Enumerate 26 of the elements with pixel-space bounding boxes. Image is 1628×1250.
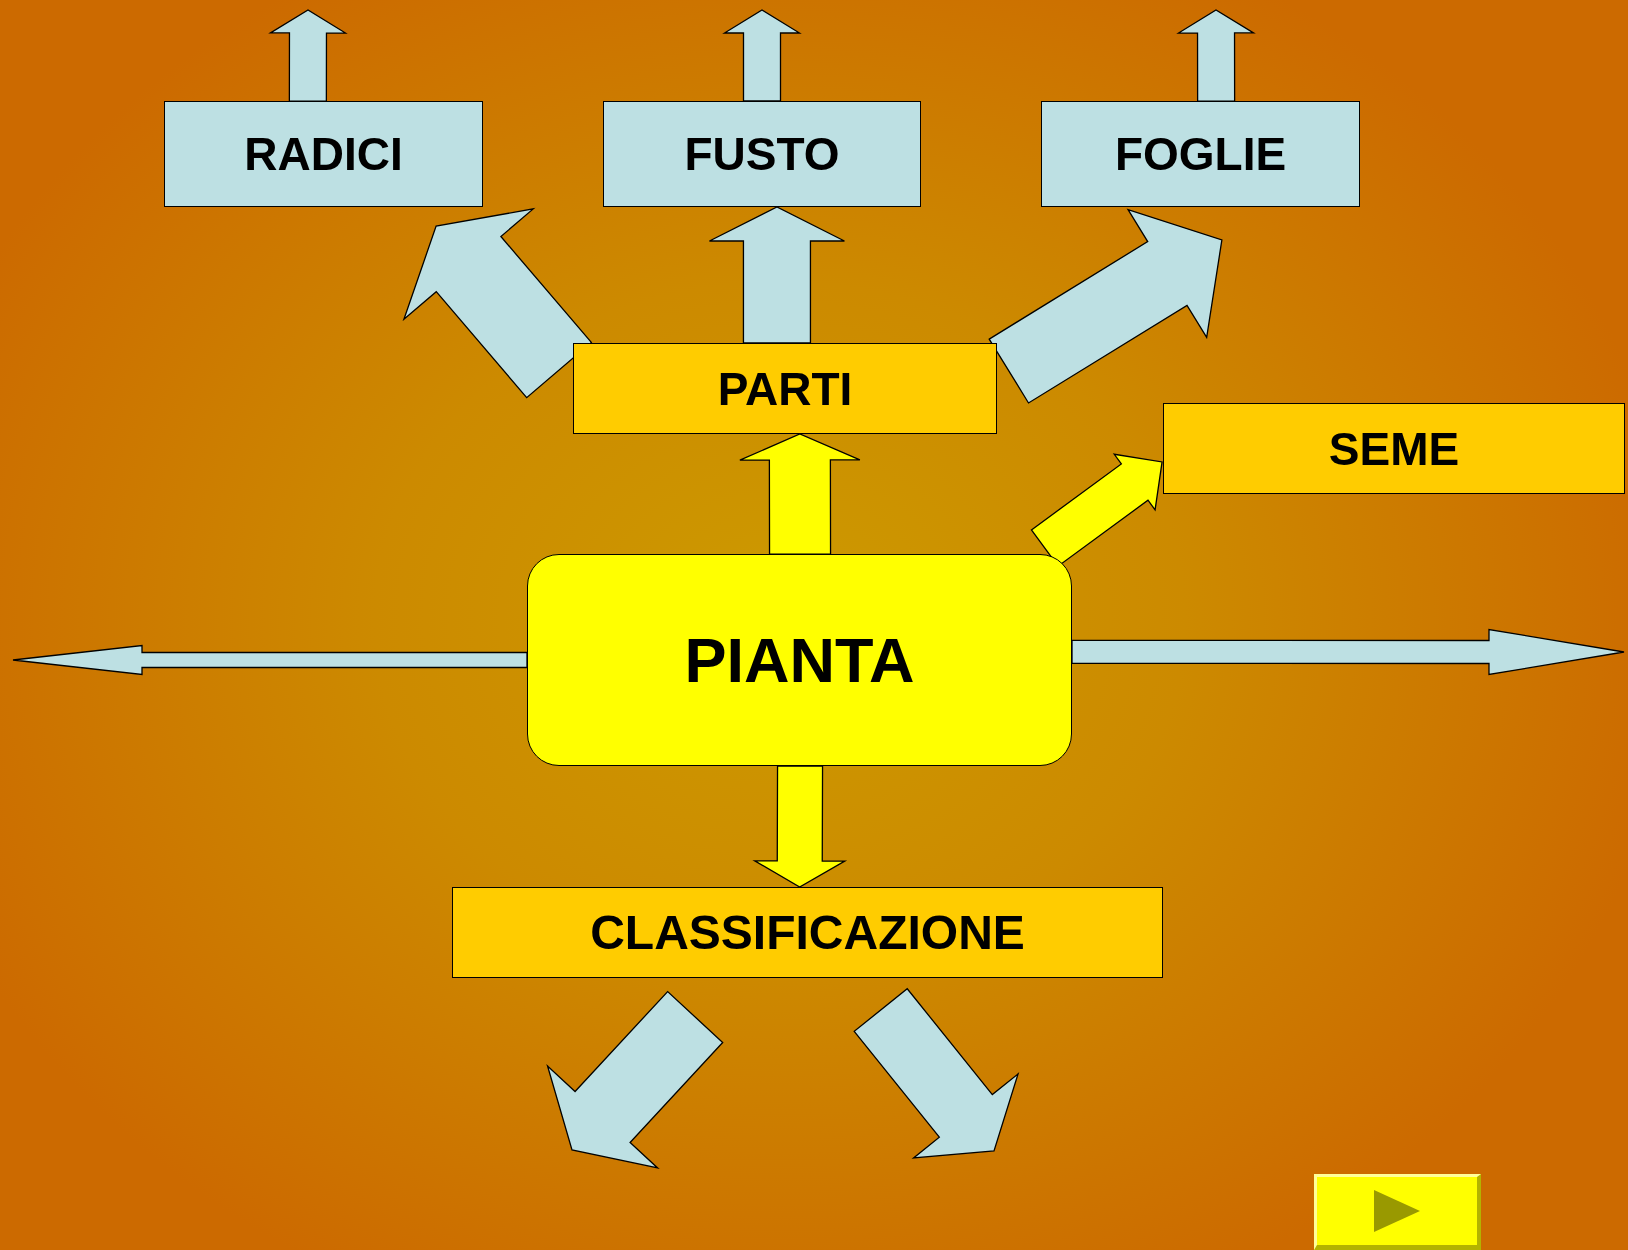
block-arrow <box>1176 9 1256 102</box>
box-label: CLASSIFICAZIONE <box>590 908 1025 957</box>
block-arrow <box>12 644 528 676</box>
block-arrow <box>402 207 593 399</box>
block-arrow <box>708 206 846 344</box>
box-label: RADICI <box>244 131 403 177</box>
block-arrow <box>853 987 1020 1159</box>
rectangle-box <box>452 887 1163 978</box>
rectangle-box <box>1041 101 1360 207</box>
block-arrow <box>752 765 848 888</box>
rectangle-box <box>164 101 483 207</box>
block-arrow <box>739 433 861 555</box>
block-arrow <box>722 9 802 102</box>
box-label: PARTI <box>717 365 853 412</box>
box-label: SEME <box>1328 425 1460 472</box>
rectangle-box <box>1163 403 1625 494</box>
box-label: FUSTO <box>684 131 840 177</box>
block-arrow <box>268 9 348 102</box>
block-arrow <box>988 208 1223 404</box>
block-arrow <box>546 990 724 1170</box>
rectangle-box <box>603 101 921 207</box>
box-label: FOGLIE <box>1114 131 1287 177</box>
rounded-box <box>527 554 1072 766</box>
rectangle-box <box>573 343 997 434</box>
block-arrow <box>1071 628 1625 676</box>
box-label: PIANTA <box>684 628 915 692</box>
